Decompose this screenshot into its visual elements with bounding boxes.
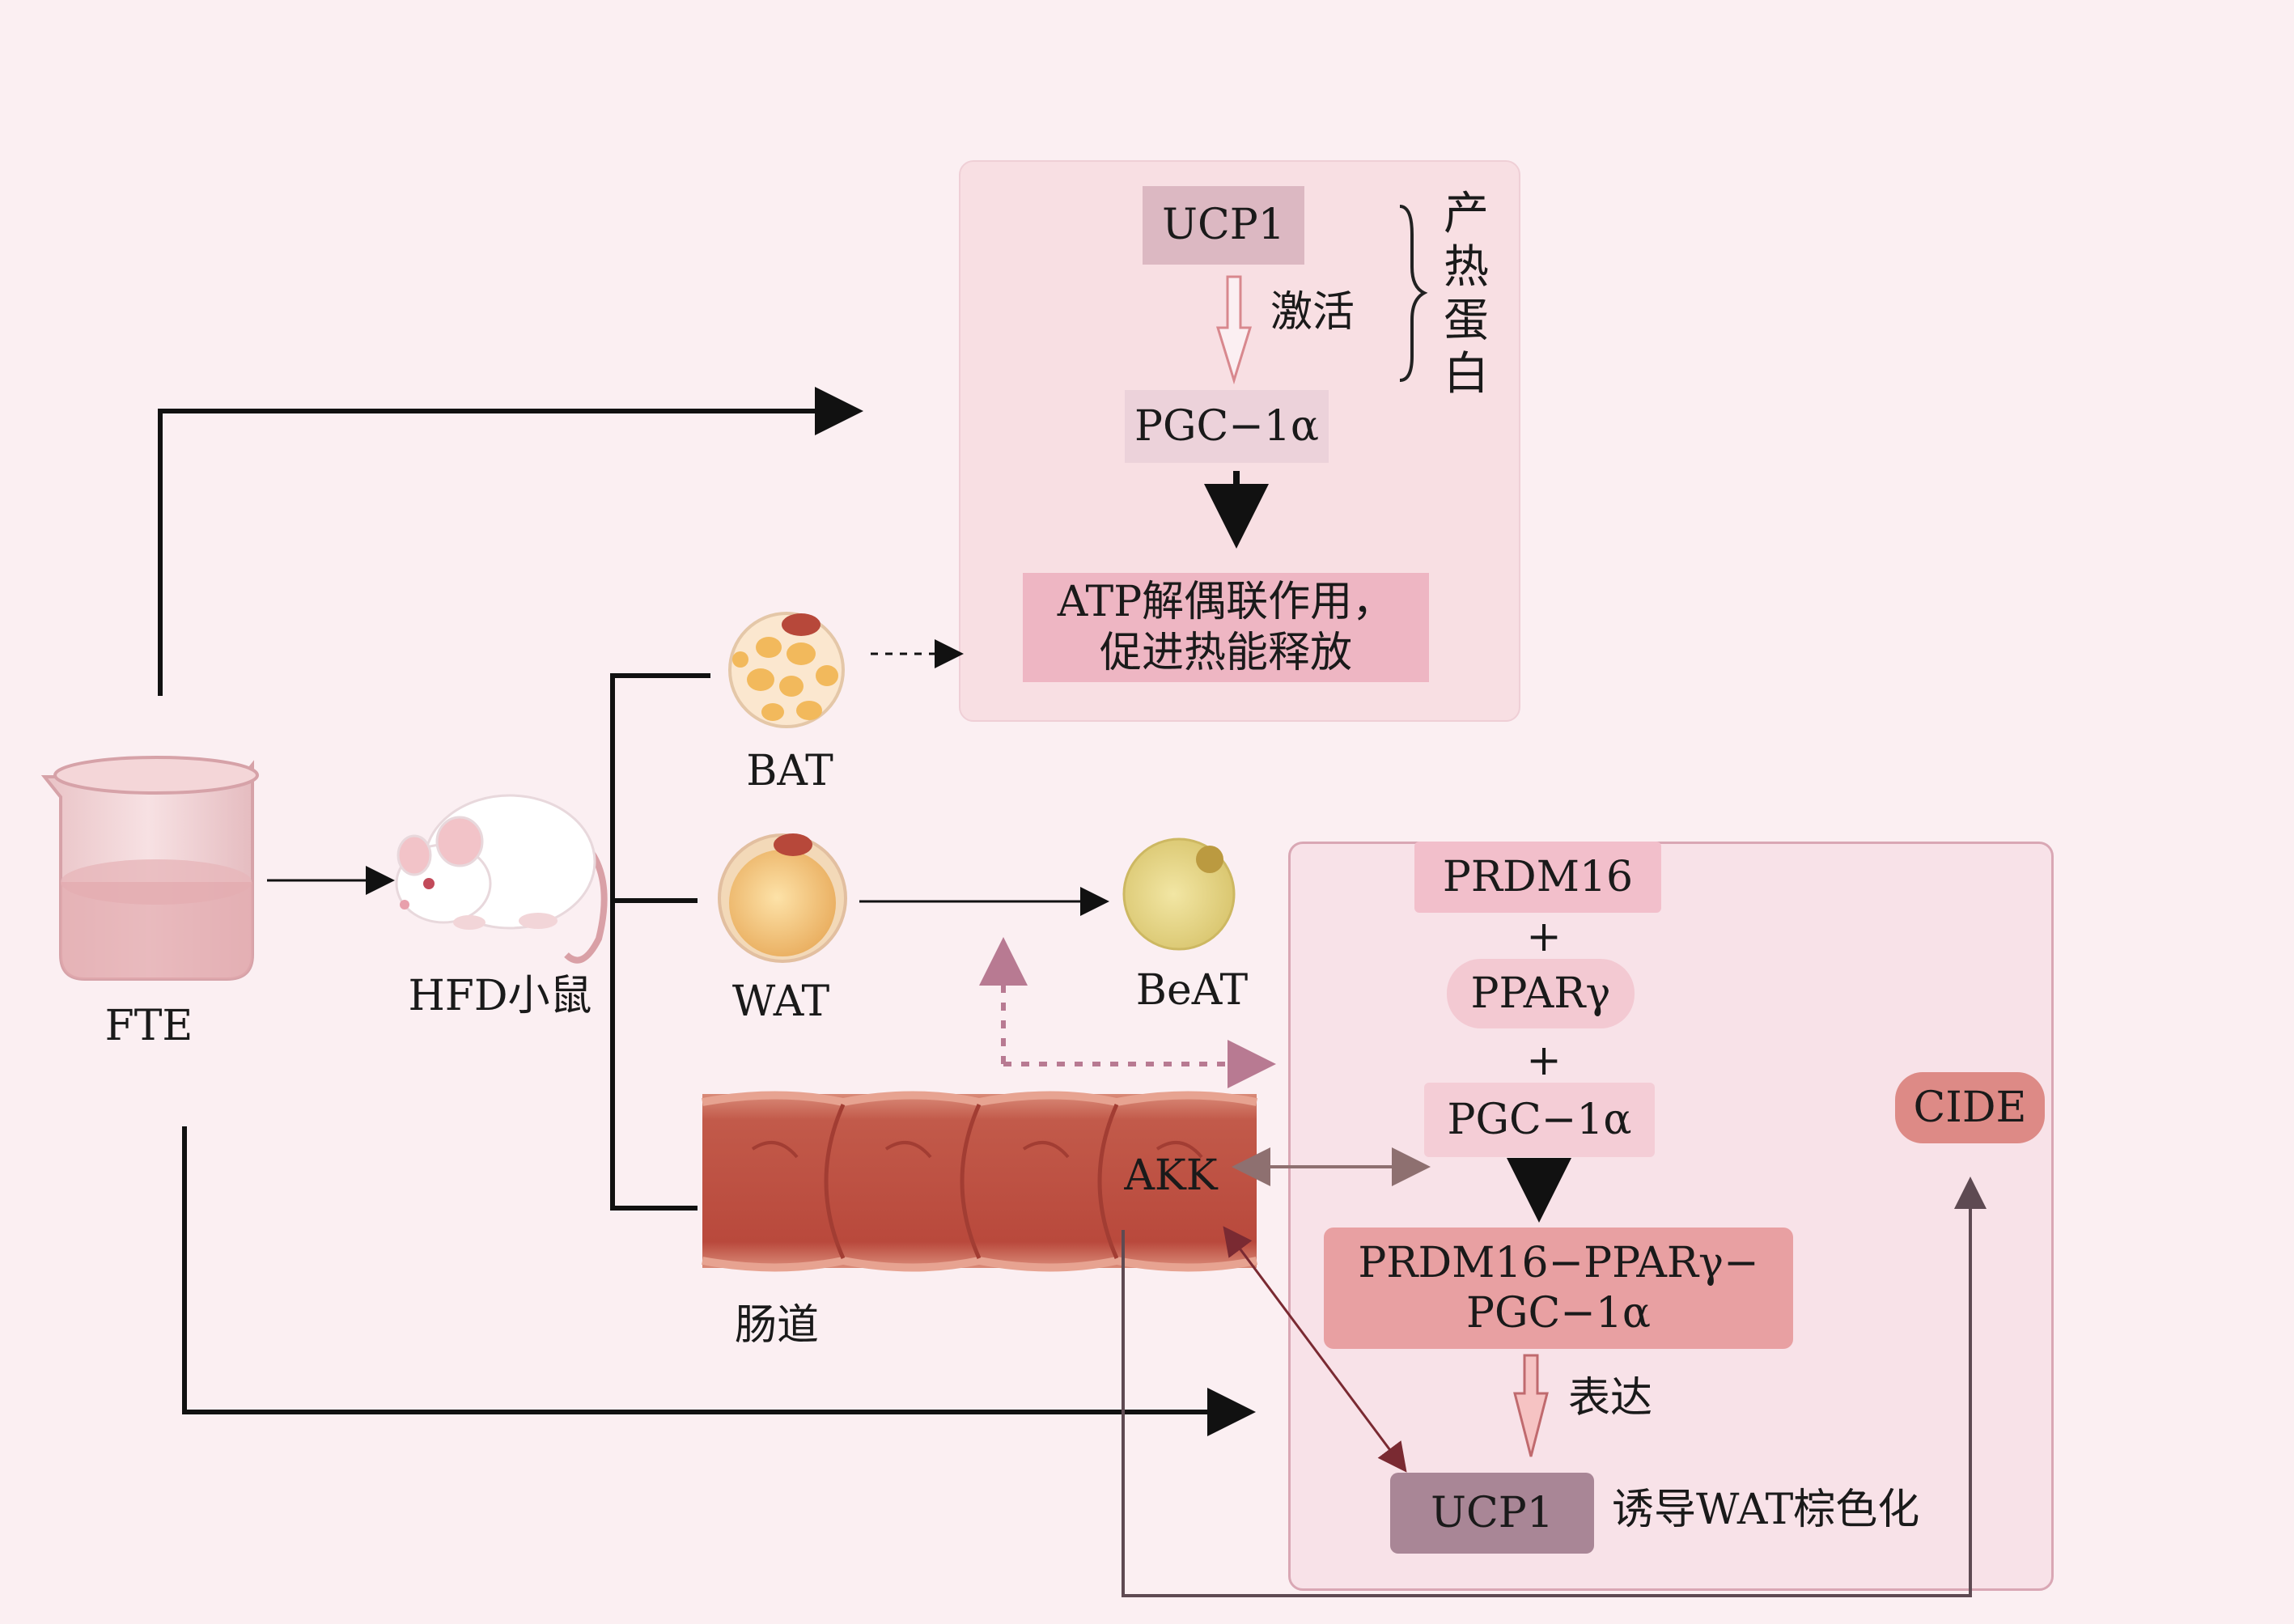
plus-sign-1: + (1526, 913, 1562, 961)
mouse-icon (395, 794, 608, 964)
mouse-branch-bracket (610, 673, 710, 1211)
beaker-icon (40, 756, 259, 981)
fte-to-bottom-arrow (182, 1126, 1256, 1436)
activate-label: 激活 (1270, 288, 1355, 337)
atp-line-1: ATP解偶联作用， (1057, 578, 1395, 627)
ppar-gamma-box: PPARγ (1447, 959, 1635, 1028)
fte-label: FTE (104, 1002, 193, 1050)
beat-label: BeAT (1135, 966, 1249, 1015)
bat-label: BAT (746, 747, 833, 795)
ucp1-top-box: UCP1 (1143, 186, 1304, 265)
thermogenic-protein-label: 产热蛋白 (1444, 188, 1489, 401)
complex-box: PRDM16−PPARγ− PGC−1α (1324, 1228, 1793, 1349)
complex-line-2: PGC−1α (1465, 1289, 1652, 1338)
intestine-label: 肠道 (734, 1301, 820, 1350)
hfd-mouse-label: HFD小鼠 (408, 972, 592, 1020)
prdm16-box: PRDM16 (1414, 842, 1661, 913)
complex-line-1: PRDM16−PPARγ− (1358, 1238, 1759, 1287)
atp-uncoupling-box: ATP解偶联作用， 促进热能释放 (1023, 573, 1429, 682)
plus-sign-2: + (1526, 1037, 1562, 1085)
ucp1-bottom-box: UCP1 (1390, 1473, 1594, 1554)
pgc1a-top-box: PGC−1α (1125, 390, 1329, 463)
akk-label: AKK (1124, 1151, 1218, 1200)
induce-browning-label: 诱导WAT棕色化 (1612, 1486, 1920, 1534)
beat-cell-icon (1122, 837, 1236, 951)
wat-cell-icon (718, 833, 847, 963)
atp-line-2: 促进热能释放 (1099, 628, 1352, 677)
pgc1a-bottom-box: PGC−1α (1424, 1083, 1655, 1157)
wat-label: WAT (731, 977, 830, 1026)
express-label: 表达 (1568, 1374, 1653, 1423)
cide-box: CIDE (1895, 1072, 2045, 1143)
bat-cell-icon (728, 612, 845, 728)
fte-to-top-arrow (158, 387, 863, 696)
